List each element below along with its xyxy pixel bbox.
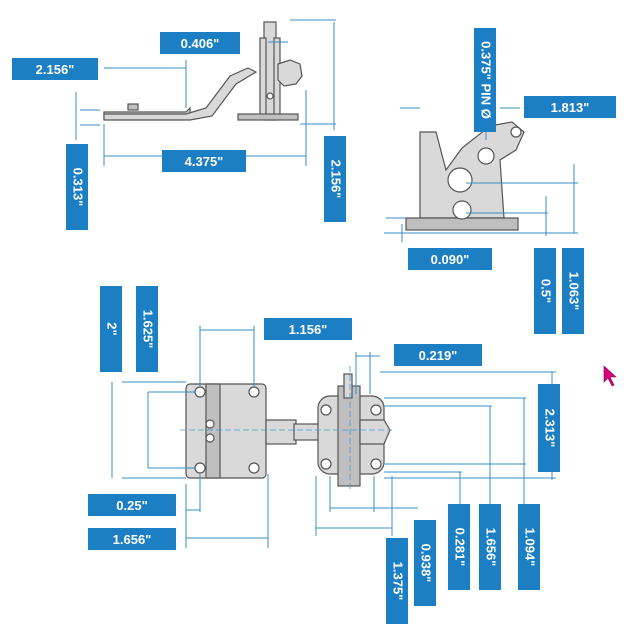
dim-label-hole-height: 1.063" [567,272,582,311]
dim-label-keeper-hole-spacing: 1.656" [484,528,499,567]
dim-label-keeper-width: 1.375" [391,562,406,601]
dim-label-gap: 0.219" [419,348,458,363]
dim-label-keeper-holes: 0.938" [419,544,434,583]
dim-label-left-height: 2.156" [36,62,75,77]
end-view: 0.375" PIN Ø 1.813" 0.090" 0.5" 1.063" [384,28,616,334]
dim-label-edge-offset: 0.25" [116,498,147,513]
dim-label-pin-height: 0.5" [539,279,554,303]
dim-label-base-thickness: 0.313" [71,168,86,207]
dim-label-keeper-offset: 0.281" [453,528,468,567]
dim-label-keeper-height: 2.313" [543,409,558,448]
plan-view: 2" 1.625" 1.156" 0.219" 2.313" 0.25" 1.6… [88,286,560,624]
side-view: 0.406" 2.156" 0.313" 4.375" 2.156" [12,19,346,230]
dim-label-pin: 0.375" PIN Ø [479,41,494,119]
dim-label-plan-width: 1.156" [289,322,328,337]
dim-label-top-width: 0.406" [181,36,220,51]
dim-label-end-width: 1.813" [551,100,590,115]
dim-label-hole-spacing: 1.656" [113,532,152,547]
dim-label-keeper-hook: 1.094" [523,528,538,567]
dim-label-overall-height: 2.156" [329,160,344,199]
dim-label-height-outer: 2" [105,322,120,335]
dim-label-plate: 0.090" [431,252,470,267]
mouse-pointer-icon [603,365,617,387]
dim-label-base-length: 4.375" [185,154,224,169]
dim-label-height-holes: 1.625" [141,310,156,349]
